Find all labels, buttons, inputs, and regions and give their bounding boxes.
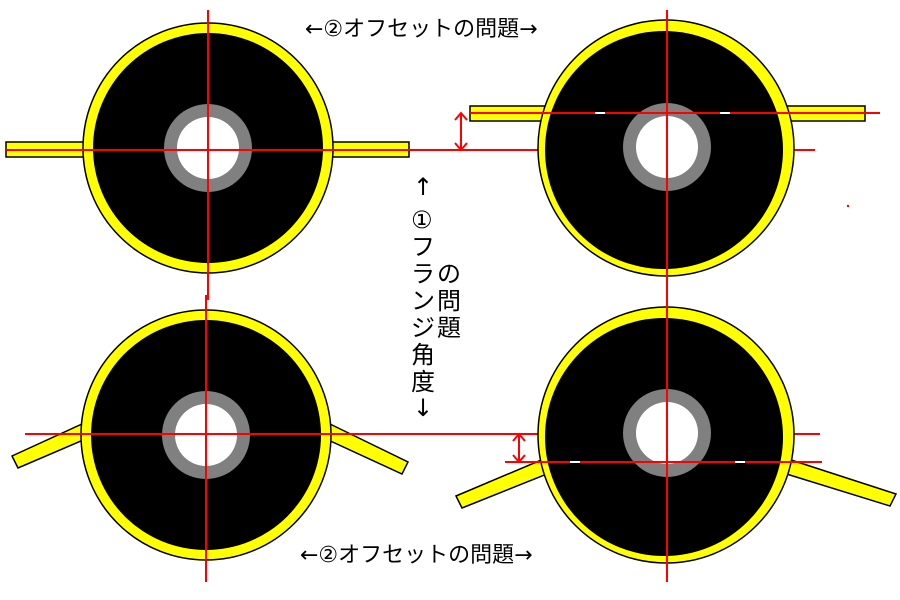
vertical-char-ra: ラ xyxy=(411,260,435,288)
red-dot xyxy=(846,204,850,208)
reel-top-right xyxy=(454,10,880,300)
reel-bottom-right xyxy=(454,295,898,582)
flange-left-bl xyxy=(10,422,89,469)
vertical-char-fu: フ xyxy=(411,233,435,261)
offset-arrow-head-up-top xyxy=(454,111,468,121)
flange-angle-vertical-label: ↑ ① フ ラ ン ジ 角 度 ↓ の 問 題 xyxy=(411,173,461,422)
vertical-char-dai: 題 xyxy=(437,314,461,342)
offset-arrow-head-down-top xyxy=(454,142,468,152)
vertical-arrow-down: ↓ xyxy=(413,394,433,422)
vertical-char-1: ① xyxy=(411,206,433,234)
vertical-char-n: ン xyxy=(411,287,435,315)
vertical-char-do: 度 xyxy=(411,368,435,396)
offset-arrow-head-up-bottom xyxy=(512,432,526,442)
vertical-char-no: の xyxy=(437,260,461,288)
reel-bottom-left xyxy=(10,295,820,582)
offset-caption-bottom: ←②オフセットの問題→ xyxy=(300,543,533,568)
flange-left-br xyxy=(454,457,553,509)
reel-top-left xyxy=(5,10,815,300)
vertical-char-ji: ジ xyxy=(411,314,435,342)
flange-right-bl xyxy=(323,422,410,475)
offset-caption-top: ←②オフセットの問題→ xyxy=(305,17,538,42)
flange-right-br xyxy=(779,457,898,507)
vertical-char-kaku: 角 xyxy=(411,341,435,369)
vertical-char-mon: 問 xyxy=(437,287,461,315)
vertical-arrow-up: ↑ xyxy=(413,173,433,201)
offset-arrow-head-down-bottom xyxy=(512,454,526,464)
